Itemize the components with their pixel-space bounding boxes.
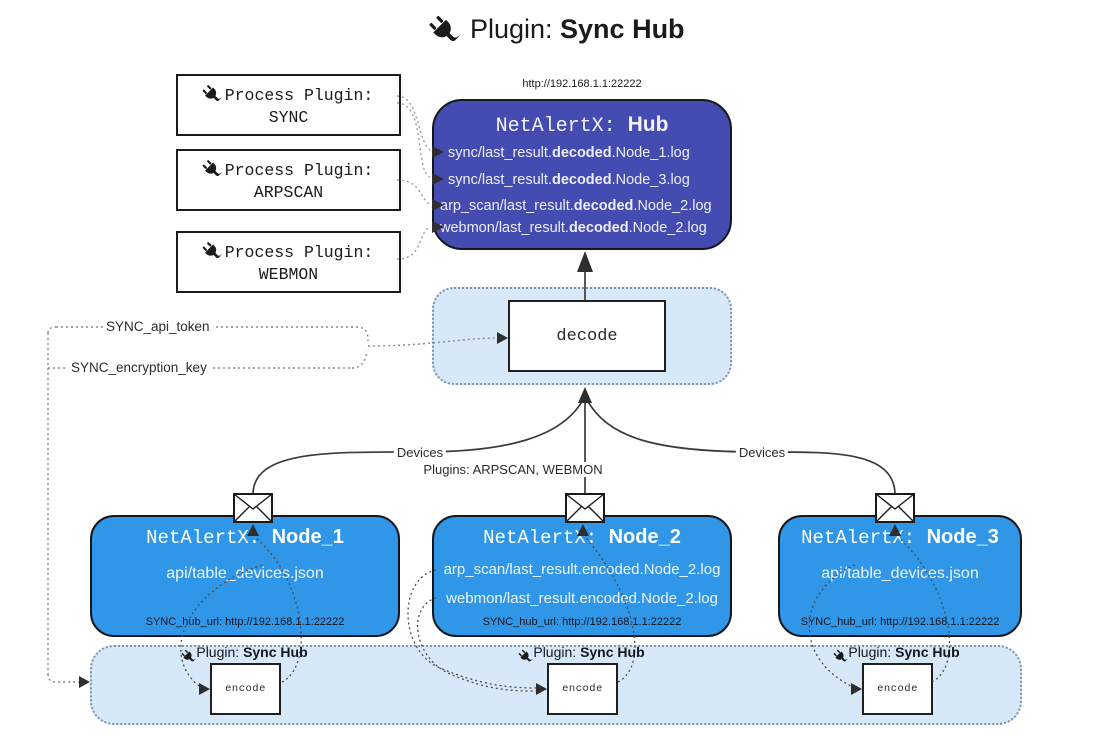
sync-plugin-label: Plugin: Sync Hub: [518, 644, 645, 666]
hub-box: NetAlertX: Hub sync/last_result.decoded.…: [432, 99, 732, 250]
plugin-to-hub-dotted-lines: [396, 95, 431, 260]
hub-title-name: Hub: [627, 113, 669, 136]
sync-plugin-label: Plugin: Sync Hub: [181, 644, 308, 666]
envelope-icon: [565, 493, 605, 528]
node-file-line: webmon/last_result.encoded.Node_2.log: [446, 590, 718, 607]
title-prefix: Plugin:: [469, 14, 553, 44]
encode-box: encode: [210, 663, 281, 715]
hub-url-label: http://192.168.1.1:22222: [522, 78, 642, 90]
node-title: NetAlertX: Node_3: [801, 526, 999, 549]
sync-encryption-key-label: SYNC_encryption_key: [68, 360, 210, 375]
plug-icon: [198, 80, 228, 110]
encode-box: encode: [547, 663, 618, 715]
node-title: NetAlertX: Node_2: [483, 526, 681, 549]
plug-icon: [198, 237, 228, 267]
hub-log-row: sync/last_result.decoded.Node_3.log: [448, 172, 690, 188]
envelope-icon: [875, 493, 915, 528]
process-plugin-label: Process Plugin:: [224, 243, 374, 262]
node-box-node2: NetAlertX: Node_2 arp_scan/last_result.e…: [432, 515, 732, 637]
process-plugin-label: Process Plugin:: [224, 86, 374, 105]
encode-box: encode: [862, 663, 933, 715]
plugins-center-label: Plugins: ARPSCAN, WEBMON: [420, 462, 606, 477]
node-file-line: api/table_devices.json: [821, 565, 979, 582]
node-file-line: api/table_devices.json: [166, 565, 324, 582]
envelope-icon: [233, 493, 273, 528]
hub-log-row: sync/last_result.decoded.Node_1.log: [448, 145, 690, 161]
node-hub-url: SYNC_hub_url: http://192.168.1.1:22222: [482, 616, 682, 628]
hub-title-prefix: NetAlertX:: [495, 115, 628, 138]
plug-icon: [198, 155, 228, 185]
title-name: Sync Hub: [560, 14, 685, 44]
sync-plugin-label: Plugin: Sync Hub: [833, 644, 960, 666]
plug-icon: [423, 9, 472, 58]
process-plugin-box-arpscan: Process Plugin: ARPSCAN: [176, 149, 401, 211]
node-title: NetAlertX: Node_1: [146, 526, 344, 549]
decode-box: decode: [508, 300, 666, 372]
process-plugin-box-sync: Process Plugin: SYNC: [176, 74, 401, 136]
process-plugin-name: ARPSCAN: [253, 182, 324, 202]
node-hub-url: SYNC_hub_url: http://192.168.1.1:22222: [145, 616, 345, 628]
node-box-node1: NetAlertX: Node_1 api/table_devices.json…: [90, 515, 400, 637]
hub-log-row: arp_scan/last_result.decoded.Node_2.log: [440, 198, 712, 214]
process-plugin-name: WEBMON: [258, 264, 319, 284]
process-plugin-label: Process Plugin:: [224, 161, 374, 180]
node-box-node3: NetAlertX: Node_3 api/table_devices.json…: [778, 515, 1022, 637]
devices-right-label: Devices: [735, 445, 789, 460]
process-plugin-name: SYNC: [268, 107, 309, 127]
hub-log-row: webmon/last_result.decoded.Node_2.log: [440, 220, 707, 236]
node-hub-url: SYNC_hub_url: http://192.168.1.1:22222: [800, 616, 1000, 628]
node-file-line: arp_scan/last_result.encoded.Node_2.log: [443, 561, 721, 578]
sync-api-token-label: SYNC_api_token: [103, 319, 213, 334]
page-title: Plugin: Sync Hub: [0, 14, 1117, 53]
process-plugin-box-webmon: Process Plugin: WEBMON: [176, 231, 401, 293]
hub-title: NetAlertX: Hub: [434, 113, 730, 138]
devices-left-label: Devices: [393, 445, 447, 460]
